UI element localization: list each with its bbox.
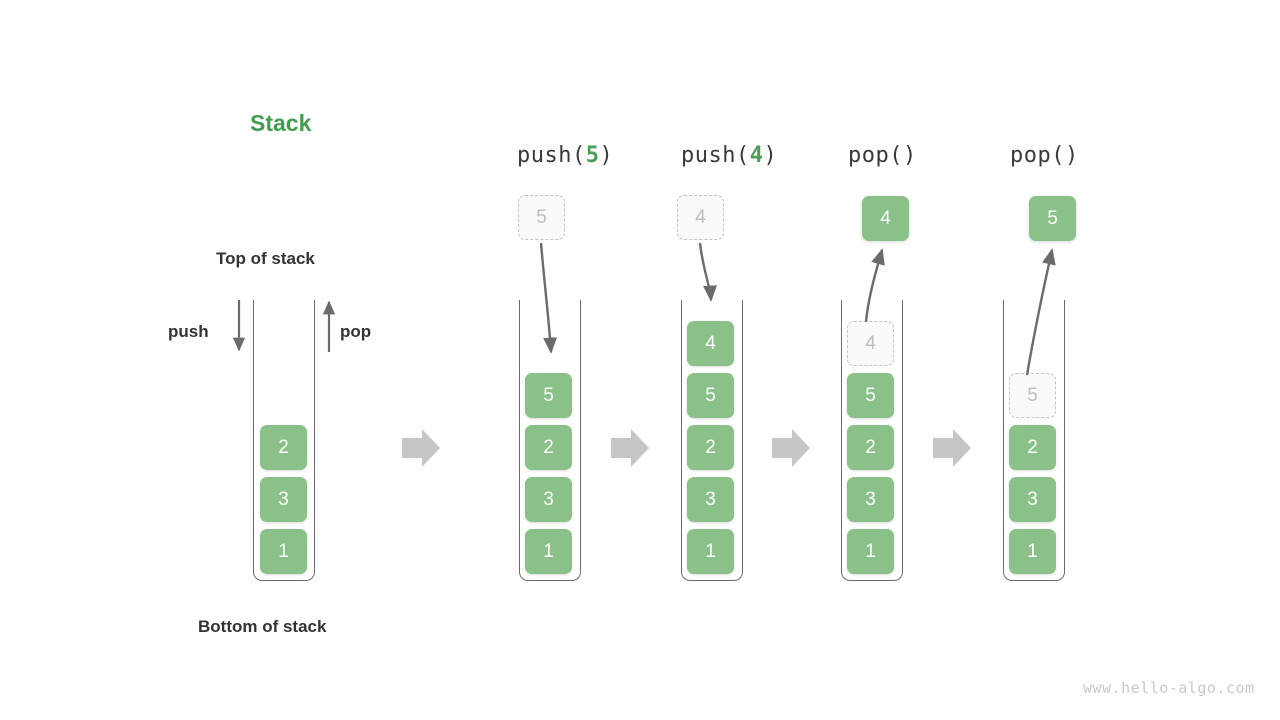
op-name: pop(	[1010, 143, 1065, 168]
page-title: Stack	[250, 110, 312, 136]
transition-arrow	[402, 429, 440, 467]
op-header-push-4: push(4)	[681, 143, 777, 168]
op-name: push(	[681, 143, 750, 168]
stack-cell: 2	[847, 425, 894, 470]
incoming-ghost-cell: 4	[677, 195, 724, 240]
stack-cell: 1	[847, 529, 894, 574]
popped-cell: 4	[862, 196, 909, 241]
stack-cell: 3	[260, 477, 307, 522]
op-header-pop-1: pop()	[848, 143, 917, 168]
stack-cell: 2	[687, 425, 734, 470]
stack-cell: 2	[1009, 425, 1056, 470]
stack-cell: 3	[1009, 477, 1056, 522]
stack-cell: 5	[687, 373, 734, 418]
removed-ghost-cell: 4	[847, 321, 894, 366]
stack-cell: 5	[525, 373, 572, 418]
op-name: pop(	[848, 143, 903, 168]
top-of-stack-label: Top of stack	[216, 249, 315, 268]
stack-cell: 2	[525, 425, 572, 470]
stack-container	[1003, 300, 1065, 581]
push-4-motion-arrow	[698, 242, 717, 302]
transition-arrow	[772, 429, 810, 467]
push-label: push	[168, 322, 209, 341]
op-arg: 4	[749, 143, 764, 168]
op-tail: )	[1064, 143, 1079, 168]
bottom-of-stack-label: Bottom of stack	[198, 617, 327, 636]
op-header-pop-2: pop()	[1010, 143, 1079, 168]
stack-container	[253, 300, 315, 581]
incoming-ghost-cell: 5	[518, 195, 565, 240]
stack-cell: 1	[687, 529, 734, 574]
removed-ghost-cell: 5	[1009, 373, 1056, 418]
op-tail: )	[763, 143, 778, 168]
op-header-push-5: push(5)	[517, 143, 613, 168]
stack-cell: 1	[260, 529, 307, 574]
stack-cell: 1	[525, 529, 572, 574]
stack-container	[841, 300, 903, 581]
stack-container	[681, 300, 743, 581]
stack-cell: 5	[847, 373, 894, 418]
stack-container	[519, 300, 581, 581]
stack-cell: 3	[687, 477, 734, 522]
transition-arrow	[611, 429, 649, 467]
op-arg: 5	[585, 143, 600, 168]
stack-cell: 1	[1009, 529, 1056, 574]
stack-cell: 2	[260, 425, 307, 470]
stack-cell: 4	[687, 321, 734, 366]
transition-arrow	[933, 429, 971, 467]
stack-cell: 3	[525, 477, 572, 522]
pop-label: pop	[340, 322, 372, 341]
stack-cell: 3	[847, 477, 894, 522]
op-name: push(	[517, 143, 586, 168]
watermark: www.hello-algo.com	[1083, 679, 1255, 697]
popped-cell: 5	[1029, 196, 1076, 241]
op-tail: )	[599, 143, 614, 168]
op-tail: )	[902, 143, 917, 168]
